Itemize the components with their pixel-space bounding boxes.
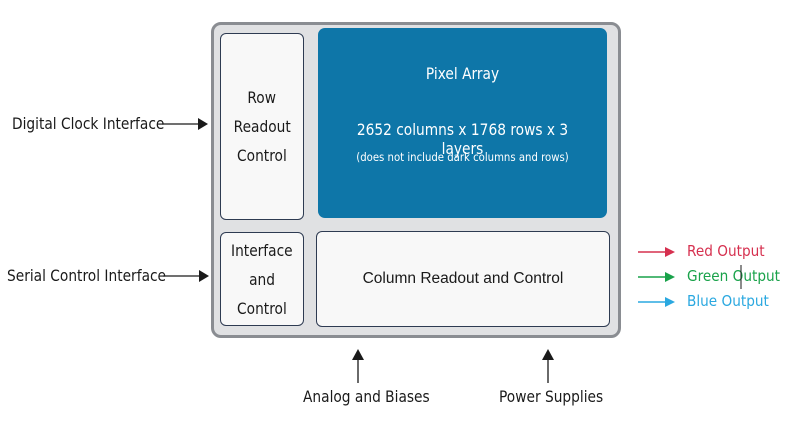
row-readout-line-2: Readout [233,117,291,136]
row-readout-line-1: Row [247,88,277,107]
column-readout-control-block: Column Readout and Control [316,231,610,327]
column-readout-label: Column Readout and Control [362,270,564,287]
digital-clock-arrowhead [198,118,208,130]
red-output-label: Red Output [687,242,765,260]
interface-line-3: Control [237,298,287,318]
green-output-arrowhead [665,272,675,282]
green-output-label: Green Output [687,267,781,285]
serial-control-interface-label: Serial Control Interface [7,266,167,285]
pixel-array-title: Pixel Array [425,64,500,83]
power-supplies-label: Power Supplies [499,387,604,406]
serial-control-arrowhead [199,270,209,282]
pixel-array-block: Pixel Array 2652 columns x 1768 rows x 3… [318,28,607,218]
pixel-array-dimensions: 2652 columns x 1768 rows x 3 layers [356,120,569,158]
interface-line-2: and [249,269,275,289]
blue-output-arrowhead [665,297,675,307]
interface-control-block: Interface and Control [220,232,304,326]
blue-output-label: Blue Output [687,292,769,310]
row-readout-line-3: Control [237,146,287,165]
pixel-array-note: (does not include dark columns and rows) [356,150,569,164]
power-supplies-arrowhead [542,349,554,360]
digital-clock-interface-label: Digital Clock Interface [12,114,165,133]
analog-biases-arrowhead [352,349,364,360]
analog-biases-label: Analog and Biases [303,387,430,406]
row-readout-control-block: Row Readout Control [220,33,304,220]
red-output-arrowhead [665,247,675,257]
interface-line-1: Interface [231,240,293,260]
